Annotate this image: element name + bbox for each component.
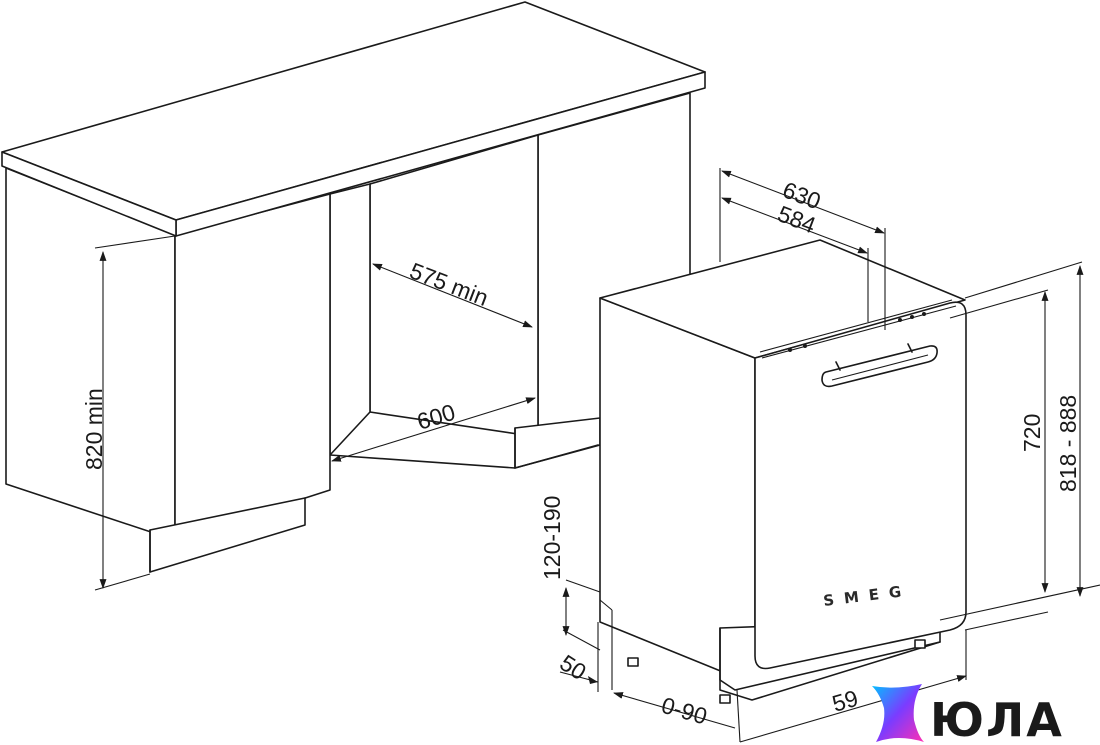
dim-line-door-adjust <box>613 692 736 729</box>
watermark: ЮЛА <box>872 684 1064 745</box>
dishwasher-top <box>599 239 966 359</box>
dishwasher-door <box>754 301 967 670</box>
foot <box>914 639 926 649</box>
dim-line-inner-depth <box>721 197 868 254</box>
left-cabinet-front <box>174 193 331 541</box>
control-buttons <box>788 312 926 352</box>
foot <box>627 657 639 667</box>
dim-line-appliance-width <box>739 675 967 743</box>
watermark-text: ЮЛА <box>930 693 1064 745</box>
label-cabinet-height: 820 min <box>81 388 107 470</box>
label-door-adjust: 0-90 <box>659 692 710 730</box>
dimension-lines <box>99 170 1084 743</box>
dim-line-cabinet-width <box>331 397 536 462</box>
label-height-range: 818 - 888 <box>1055 395 1081 492</box>
extension-lines <box>94 168 1100 743</box>
label-appliance-height: 720 <box>1019 414 1045 452</box>
worktop-side-edge <box>1 151 177 237</box>
foot <box>719 694 731 704</box>
label-appliance-width: 59 <box>829 685 861 717</box>
label-plinth-offset: 50 <box>555 649 591 685</box>
youla-logo-icon <box>872 684 924 742</box>
label-plinth-range: 120-190 <box>539 496 565 580</box>
dim-line-cabinet-depth <box>372 263 533 328</box>
door-handle <box>821 343 938 388</box>
dishwasher: SMEG <box>599 239 967 704</box>
dimension-labels: 820 min 575 min 600 630 584 720 818 - 88… <box>81 176 1081 729</box>
niche-left-wall <box>329 183 371 456</box>
kitchen-cabinet <box>1 1 706 573</box>
